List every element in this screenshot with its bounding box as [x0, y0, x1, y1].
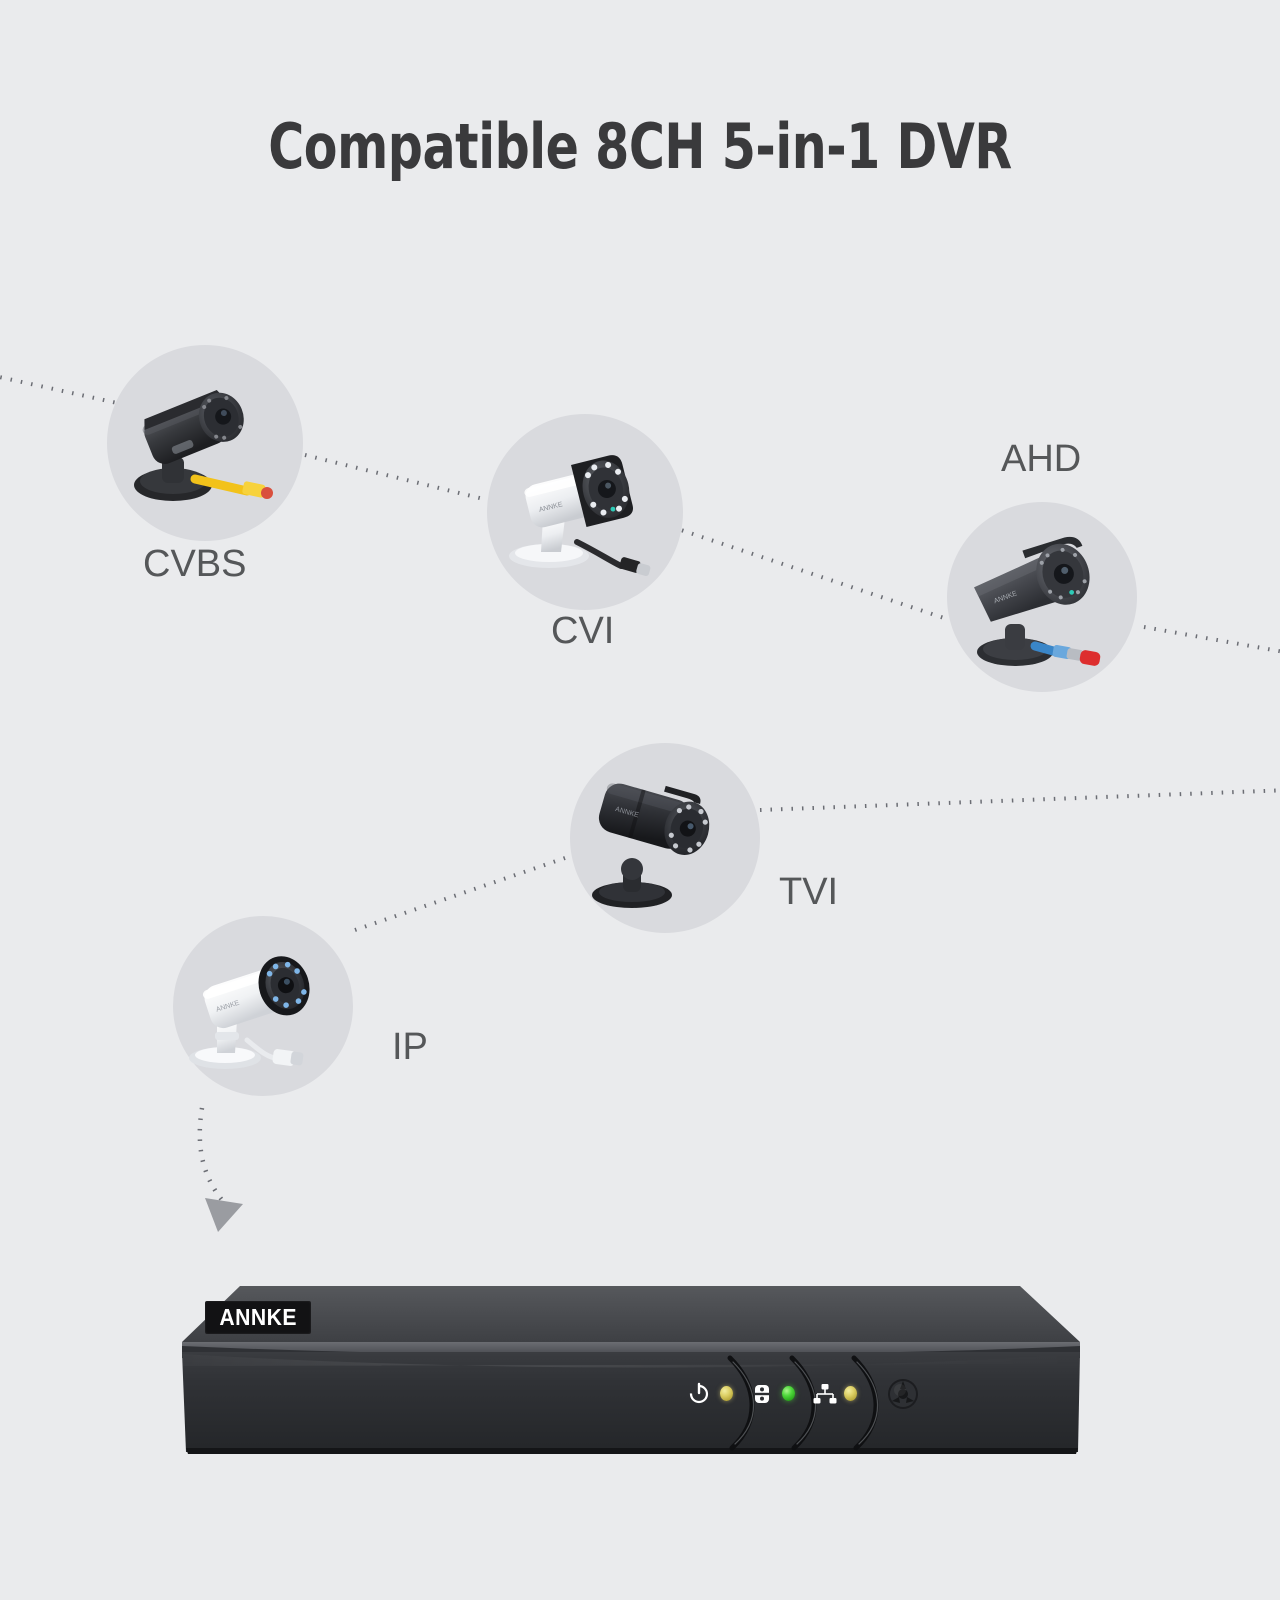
cvi-camera-image: ANNKE: [509, 455, 651, 576]
hdd-led: [782, 1386, 795, 1401]
camera-label-cvbs: CVBS: [143, 543, 247, 585]
camera-label-ip: IP: [392, 1026, 428, 1068]
page-title: Compatible 8CH 5-in-1 DVR: [268, 110, 1012, 183]
dvr-device[interactable]: ANNKE: [180, 1246, 1080, 1466]
ir-receiver-icon: [888, 1379, 918, 1409]
connector-ip-to-tvi: [354, 856, 566, 932]
hdd-icon: [755, 1385, 769, 1403]
network-icon: [813, 1384, 837, 1404]
camera-node-tvi[interactable]: ANNKE TVI: [570, 743, 838, 933]
connector-tvi-to-edge: [759, 788, 1280, 812]
ip-camera-image: ANNKE: [189, 956, 310, 1069]
network-led: [844, 1386, 857, 1401]
camera-node-cvi[interactable]: ANNKE CVI: [487, 414, 683, 652]
camera-node-cvbs[interactable]: CVBS: [107, 345, 303, 585]
camera-node-ahd[interactable]: ANNKE AHD: [947, 438, 1137, 692]
camera-label-ahd: AHD: [1001, 438, 1082, 480]
camera-label-cvi: CVI: [551, 610, 615, 652]
power-icon: [689, 1382, 709, 1404]
ip-to-dvr-connector: [197, 1107, 224, 1202]
ahd-camera-image: ANNKE: [974, 536, 1101, 666]
arrowhead-icon: [205, 1198, 243, 1232]
tvi-camera-image: ANNKE: [592, 783, 710, 908]
brand-logo-text: ANNKE: [219, 1304, 297, 1330]
connector-cvi-to-ahd: [671, 525, 951, 622]
connector-ahd-to-edge: [1143, 625, 1280, 654]
camera-node-ip[interactable]: ANNKE IP: [173, 916, 428, 1096]
power-led: [720, 1386, 733, 1401]
cvbs-camera-image: [134, 390, 273, 501]
camera-label-tvi: TVI: [779, 871, 839, 913]
brand-logo-plate: ANNKE: [205, 1301, 311, 1334]
connector-cvbs-to-cvi: [304, 453, 509, 507]
dvr-chassis: [182, 1286, 1080, 1454]
